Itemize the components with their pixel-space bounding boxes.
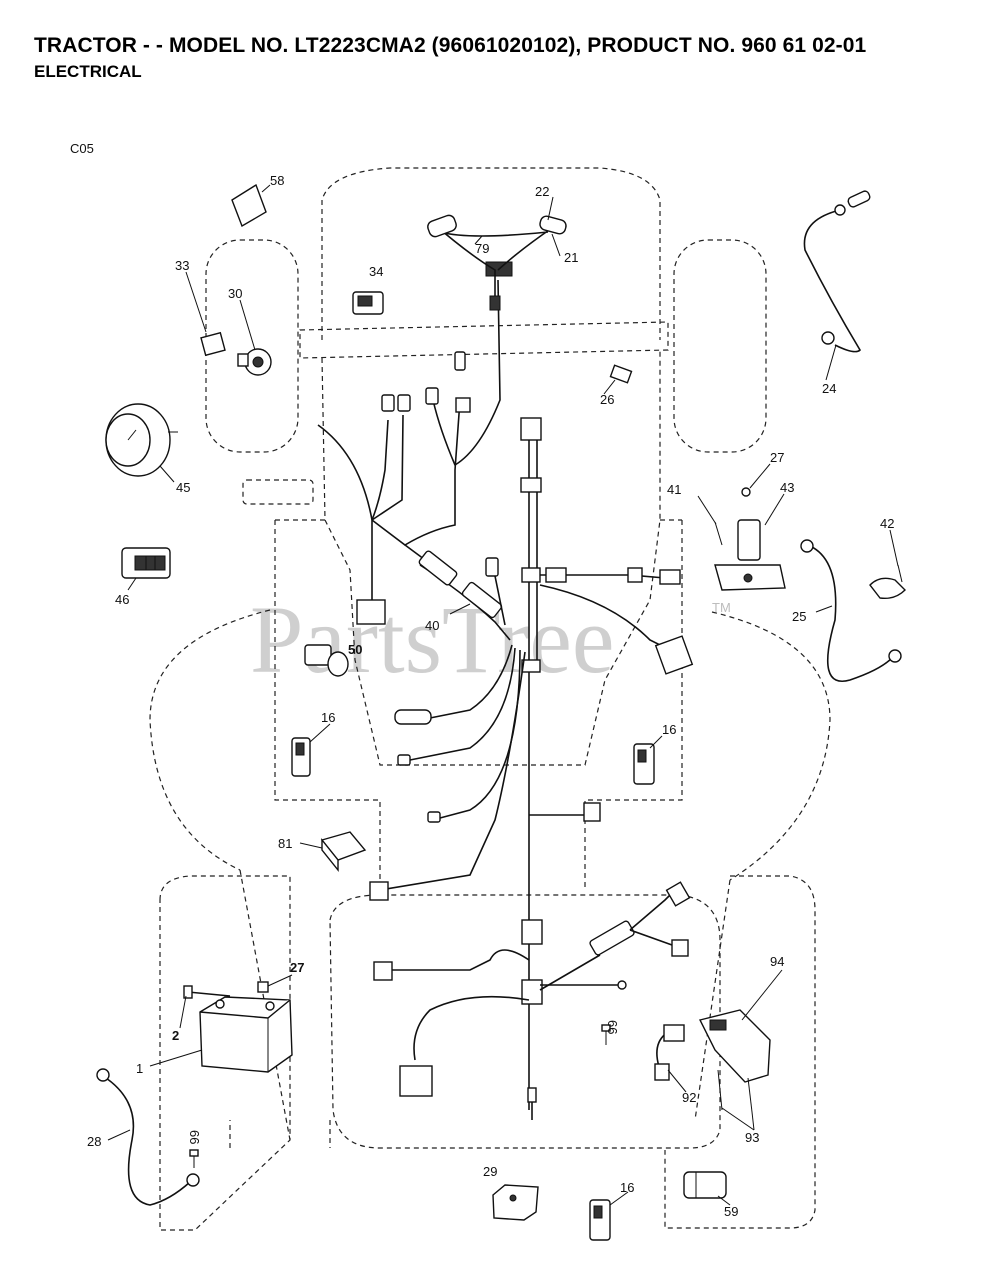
callout-94: 94: [770, 954, 784, 969]
part-34-switch: [352, 291, 384, 315]
callout-16-right: 16: [662, 722, 676, 737]
callout-28: 28: [87, 1134, 101, 1149]
callout-26: 26: [600, 392, 614, 407]
callout-22: 22: [535, 184, 549, 199]
part-26-fuse: [609, 364, 633, 384]
part-16-switch-right: [633, 743, 655, 785]
part-27-nut: [257, 981, 269, 993]
part-58-plug: [231, 183, 271, 228]
callout-58: 58: [270, 173, 284, 188]
part-43-solenoid: [714, 487, 786, 591]
wiring-harness: [317, 261, 694, 1120]
part-45-gauge: [105, 403, 178, 477]
callout-41: 41: [667, 482, 681, 497]
callout-42: 42: [880, 516, 894, 531]
callout-50: 50: [348, 642, 362, 657]
diagram-code: C05: [70, 141, 94, 156]
part-24-battery-cable: [803, 190, 871, 353]
callout-46: 46: [115, 592, 129, 607]
part-66-screw-upper: [601, 1024, 611, 1045]
part-28-battery-cable: [96, 1068, 200, 1206]
leader-lines: [107, 196, 899, 1206]
watermark-trademark: TM: [712, 600, 731, 615]
callout-59: 59: [724, 1204, 738, 1219]
callout-1: 1: [136, 1061, 143, 1076]
part-33-relay: [200, 331, 226, 357]
part-81-relay: [320, 831, 367, 872]
callout-27-top: 27: [770, 450, 784, 465]
page-title: TRACTOR - - MODEL NO. LT2223CMA2 (960610…: [34, 34, 867, 57]
part-42-boot: [869, 564, 906, 600]
part-46-hour-meter: [121, 547, 171, 579]
page-subtitle: ELECTRICAL: [34, 62, 142, 81]
part-66-screw-lower: [189, 1149, 199, 1168]
part-2-bolt: [183, 985, 231, 999]
callout-labels: 58 22 79 21 33 30 34 24 26 45 27 41 43 4…: [87, 173, 894, 1219]
harness-plug-right: [654, 635, 694, 675]
harness-sleeve-upper: [520, 477, 542, 493]
callout-92: 92: [682, 1090, 696, 1105]
callout-2: 2: [172, 1028, 179, 1043]
harness-sleeve-mid: [521, 567, 541, 583]
callout-66-upper: 66: [605, 1020, 620, 1034]
callout-40: 40: [425, 618, 439, 633]
callout-66-lower: 66: [187, 1130, 202, 1144]
part-30-ignition-switch: [237, 348, 272, 376]
harness-block-left: [356, 599, 386, 625]
callout-27-battery: 27: [290, 960, 304, 975]
callout-25: 25: [792, 609, 806, 624]
tractor-outline: [149, 167, 831, 1231]
part-59-module: [683, 1171, 727, 1199]
part-92-harness: [654, 1024, 685, 1081]
part-16-switch-left: [291, 737, 311, 777]
callout-93: 93: [745, 1130, 759, 1145]
harness-connector-81: [369, 881, 389, 901]
callout-16-left: 16: [321, 710, 335, 725]
part-94-seat-switch: [698, 1009, 771, 1083]
watermark: PartsTree: [250, 586, 614, 693]
callout-81: 81: [278, 836, 292, 851]
part-50-switch: [304, 644, 349, 677]
callout-33: 33: [175, 258, 189, 273]
callout-30: 30: [228, 286, 242, 301]
part-93-screws: [717, 1069, 753, 1113]
part-16-switch-lower: [589, 1199, 611, 1241]
harness-plug-lower-left: [399, 1065, 433, 1097]
callout-34: 34: [369, 264, 383, 279]
part-25-cable: [800, 539, 902, 682]
callout-43: 43: [780, 480, 794, 495]
part-29-module: [492, 1184, 539, 1221]
harness-connector-top: [520, 417, 542, 441]
part-21-headlight-harness: [427, 214, 567, 311]
callout-29: 29: [483, 1164, 497, 1179]
callout-45: 45: [176, 480, 190, 495]
harness-sleeve-lower: [521, 659, 541, 673]
callout-24: 24: [822, 381, 836, 396]
callout-21: 21: [564, 250, 578, 265]
callout-79: 79: [475, 241, 489, 256]
part-1-battery: [199, 996, 293, 1073]
callout-16-lower: 16: [620, 1180, 634, 1195]
